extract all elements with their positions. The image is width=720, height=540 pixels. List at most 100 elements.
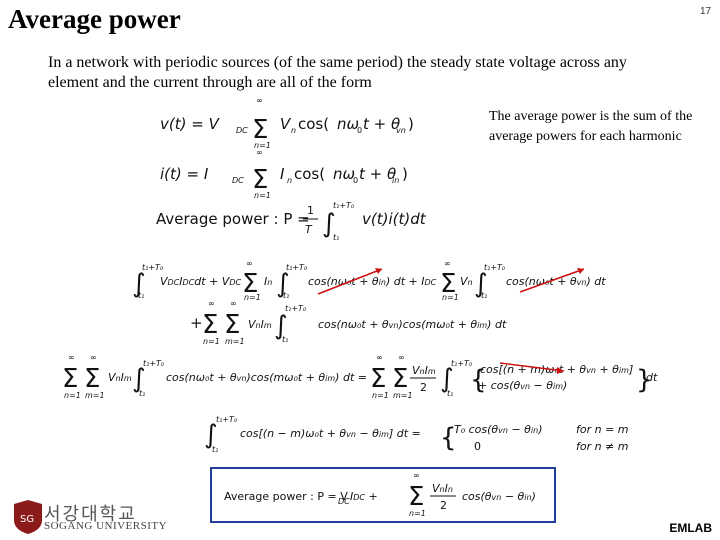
svg-text:∫: ∫ [274, 311, 288, 341]
svg-text:nω: nω [337, 115, 359, 133]
svg-text:VnIn: VnIn [432, 482, 453, 495]
svg-text:t₁+T₀: t₁+T₀ [216, 415, 238, 424]
svg-text:t₁+T₀: t₁+T₀ [484, 263, 506, 272]
arrow-2 [519, 268, 585, 293]
svg-text:t + θ: t + θ [363, 115, 400, 133]
product-identity-line: ∞ Σ n=1 ∞ Σ m=1 VnIm ∫ t₁+T₀ t₁ cos(nω₀t… [62, 353, 658, 400]
svg-text:Σ: Σ [84, 364, 100, 394]
svg-text:In: In [264, 275, 272, 288]
svg-text:t₁: t₁ [139, 389, 145, 398]
svg-text:0: 0 [357, 126, 362, 135]
shield-icon [14, 500, 42, 534]
svg-text:cos[(n − m)ω₀t + θvn − θim] dt: cos[(n − m)ω₀t + θvn − θim] dt = [240, 427, 421, 440]
svg-text:1: 1 [307, 204, 314, 217]
svg-text:t₁: t₁ [333, 233, 339, 242]
svg-text:DC: DC [338, 497, 350, 506]
svg-text:n=1: n=1 [442, 293, 459, 302]
svg-text:): ) [402, 165, 408, 183]
svg-text:cos(: cos( [298, 115, 329, 133]
svg-text:∫: ∫ [322, 209, 336, 239]
svg-text:∫: ∫ [276, 269, 290, 299]
svg-text:∞: ∞ [256, 96, 263, 105]
svg-text:∞: ∞ [376, 353, 383, 362]
v-lhs: v(t) = V [160, 115, 221, 133]
svg-text:n=1: n=1 [203, 337, 220, 346]
svg-text:∫: ∫ [440, 364, 454, 394]
svg-text:{: { [440, 423, 457, 453]
svg-text:n: n [287, 176, 292, 185]
svg-text:n: n [291, 126, 296, 135]
svg-text:∞: ∞ [246, 259, 253, 268]
svg-text:∞: ∞ [68, 353, 75, 362]
svg-text:t₁+T₀: t₁+T₀ [142, 263, 164, 272]
university-name-korean: 서강대학교 [44, 504, 137, 525]
svg-text:IDC +: IDC + [350, 490, 378, 503]
svg-text:Σ: Σ [370, 364, 386, 394]
svg-text:n=1: n=1 [254, 191, 271, 200]
svg-text:}: } [636, 365, 653, 395]
svg-text:2: 2 [420, 381, 427, 394]
v-lhs-sub: DC [236, 126, 248, 135]
svg-text:0: 0 [353, 176, 358, 185]
page-number: 17 [700, 6, 712, 17]
svg-text:∞: ∞ [398, 353, 405, 362]
svg-text:dt: dt [646, 371, 658, 384]
svg-text:cos(: cos( [294, 165, 325, 183]
svg-text:cos(nω₀t + θvn) dt: cos(nω₀t + θvn) dt [506, 275, 606, 288]
svg-text:∞: ∞ [90, 353, 97, 362]
svg-text:m=1: m=1 [85, 391, 105, 400]
svg-text:n=1: n=1 [254, 141, 271, 150]
svg-text:t₁: t₁ [481, 291, 487, 300]
svg-text:+: + [190, 314, 203, 332]
svg-text:Σ: Σ [242, 269, 258, 299]
final-result-box: Average power : P = V DC IDC + ∞ Σ n=1 V… [210, 467, 556, 523]
svg-text:t₁: t₁ [283, 291, 289, 300]
svg-text:∞: ∞ [413, 471, 420, 480]
svg-text:m=1: m=1 [225, 337, 245, 346]
svg-text:n=1: n=1 [372, 391, 389, 400]
svg-text:VnIm: VnIm [412, 364, 436, 377]
svg-text:∫: ∫ [132, 269, 146, 299]
svg-text:Σ: Σ [252, 115, 268, 145]
svg-text:in: in [392, 176, 399, 185]
svg-text:∞: ∞ [444, 259, 451, 268]
svg-text:cos(nω₀t + θvn)cos(mω₀t + θim): cos(nω₀t + θvn)cos(mω₀t + θim) dt = [166, 371, 367, 384]
average-power-definition: Average power : P = 1 T ∫ t₁+T₀ t₁ v(t)i… [156, 201, 427, 242]
svg-text:t + θ: t + θ [359, 165, 396, 183]
svg-text:t₁: t₁ [138, 291, 144, 300]
svg-text:t₁+T₀: t₁+T₀ [286, 263, 308, 272]
svg-text:0: 0 [474, 440, 481, 453]
slide-title: Average power [8, 4, 181, 34]
svg-text:vn: vn [396, 126, 406, 135]
svg-text:+ cos(θvn − θim): + cos(θvn − θim) [478, 379, 567, 392]
svg-text:{: { [470, 365, 487, 395]
svg-text:Σ: Σ [224, 310, 240, 340]
svg-text:t₁: t₁ [447, 389, 453, 398]
arrow-3 [499, 362, 565, 372]
case-equal: for n = m [576, 423, 629, 436]
intro-text: In a network with periodic sources (of t… [48, 54, 627, 91]
svg-text:SG: SG [20, 514, 34, 525]
svg-text:Σ: Σ [252, 165, 268, 195]
svg-text:n=1: n=1 [64, 391, 81, 400]
svg-text:VDCIDCdt + VDC: VDCIDCdt + VDC [160, 275, 241, 288]
svg-text:I: I [280, 165, 285, 183]
svg-text:m=1: m=1 [393, 391, 413, 400]
svg-text:cos(nω₀t + θin) dt + IDC: cos(nω₀t + θin) dt + IDC [308, 275, 437, 288]
svg-text:VnIm: VnIm [248, 318, 272, 331]
cancellation-arrows [317, 268, 585, 374]
current-equation: ∞ i(t) = I DC Σ n=1 I n cos( nω 0 t + θ … [160, 148, 408, 200]
svg-text:Σ: Σ [62, 364, 78, 394]
svg-text:): ) [408, 115, 414, 133]
svg-text:cos(θvn − θin): cos(θvn − θin) [462, 490, 536, 503]
svg-text:Σ: Σ [392, 364, 408, 394]
svg-text:t₁+T₀: t₁+T₀ [333, 201, 355, 210]
arrow-1 [317, 268, 383, 295]
i-lhs: i(t) = I [160, 165, 209, 183]
svg-text:∞: ∞ [256, 148, 263, 157]
expansion-line-1: ∫ t₁+T₀ t₁ VDCIDCdt + VDC ∞ Σ n=1 In ∫ t… [132, 259, 606, 302]
svg-text:n=1: n=1 [409, 509, 426, 518]
svg-text:Σ: Σ [202, 310, 218, 340]
university-logo: SG [14, 500, 42, 534]
